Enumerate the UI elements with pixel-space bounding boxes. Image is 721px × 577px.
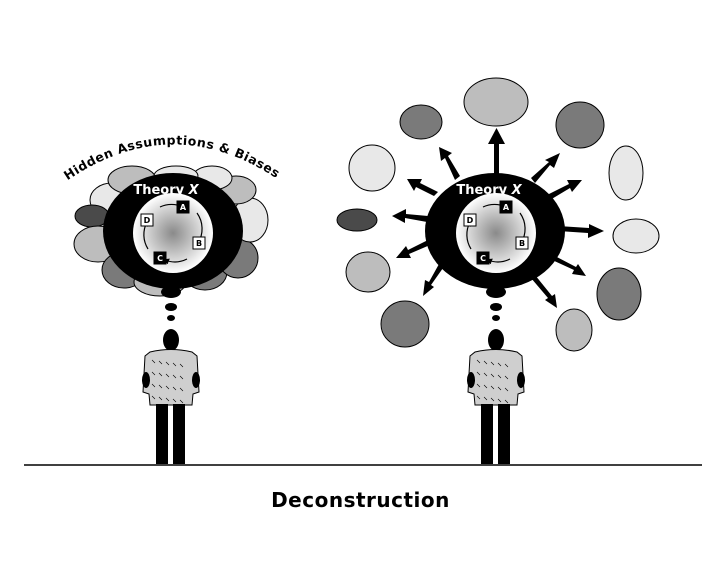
person-leg-right bbox=[498, 404, 510, 464]
svg-text:C: C bbox=[157, 254, 163, 263]
person-leg-left bbox=[481, 404, 493, 464]
theory-node-a: A bbox=[499, 200, 513, 214]
theory-node-a: A bbox=[176, 200, 190, 214]
svg-text:B: B bbox=[519, 239, 525, 248]
thought-dots bbox=[486, 286, 506, 321]
exposed-bubble bbox=[608, 145, 644, 201]
theory-node-c: C bbox=[153, 251, 167, 265]
exposed-bubble bbox=[596, 267, 642, 321]
exposed-bubble bbox=[463, 77, 529, 127]
exposed-bubble bbox=[555, 101, 605, 149]
theory-node-d: D bbox=[463, 213, 477, 227]
right-scene: Theory X A B C D bbox=[336, 77, 660, 464]
exposed-bubble bbox=[555, 308, 593, 352]
exposed-bubble bbox=[336, 208, 378, 232]
theory-node-b: B bbox=[192, 236, 206, 250]
exposed-bubble bbox=[612, 218, 660, 254]
exposed-bubble bbox=[348, 144, 396, 192]
person-leg-right bbox=[173, 404, 185, 464]
svg-text:A: A bbox=[180, 203, 187, 212]
svg-text:C: C bbox=[480, 254, 486, 263]
theory-right: Theory X A B C D bbox=[425, 173, 565, 289]
person-head bbox=[163, 329, 179, 351]
exposed-bubble bbox=[399, 104, 443, 140]
theory-node-d: D bbox=[140, 213, 154, 227]
thought-dots bbox=[161, 286, 181, 321]
person-sweater bbox=[142, 349, 200, 406]
exposed-bubble bbox=[345, 251, 391, 293]
svg-text:D: D bbox=[467, 216, 474, 225]
theory-left: Theory X A B C bbox=[103, 173, 243, 289]
theory-node-b: B bbox=[515, 236, 529, 250]
exposed-assumptions bbox=[336, 77, 660, 352]
exposed-bubble bbox=[380, 300, 430, 348]
svg-text:B: B bbox=[196, 239, 202, 248]
theory-inner-circle bbox=[456, 193, 536, 273]
person-right bbox=[467, 329, 525, 464]
person-left bbox=[142, 329, 200, 464]
person-leg-left bbox=[156, 404, 168, 464]
diagram-caption: Deconstruction bbox=[271, 488, 450, 512]
person-head bbox=[488, 329, 504, 351]
svg-text:D: D bbox=[144, 216, 151, 225]
theory-inner-circle bbox=[133, 193, 213, 273]
left-scene: Theory X A B C bbox=[61, 132, 283, 464]
radiating-arrows bbox=[392, 128, 604, 308]
theory-node-c: C bbox=[476, 251, 490, 265]
svg-text:A: A bbox=[503, 203, 510, 212]
person-sweater bbox=[467, 349, 525, 406]
